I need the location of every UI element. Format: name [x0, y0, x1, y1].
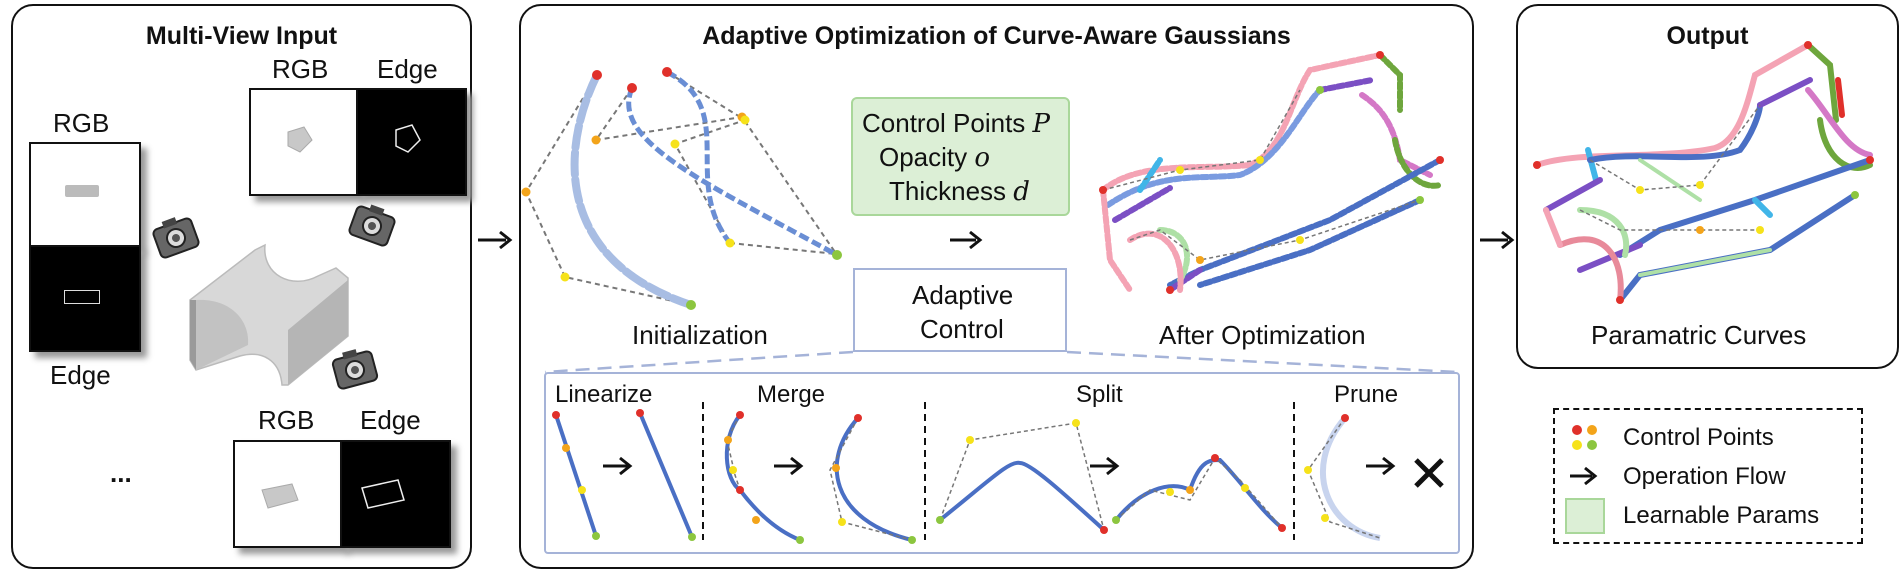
view1-rgb-label: RGB	[53, 108, 110, 138]
output-panel: Output	[1516, 4, 1899, 369]
learnable-params-box	[851, 97, 1070, 216]
legend-arrow-icon	[1570, 466, 1598, 486]
after-control-points	[1099, 51, 1444, 294]
split-diagram	[936, 419, 1286, 534]
legend-control-points-label: Control Points	[1623, 424, 1774, 451]
op-arrow-icon	[1366, 456, 1396, 476]
init-control-points	[521, 67, 842, 310]
param-control-points: Control Points P	[862, 108, 1051, 139]
op-split-label: Split	[1076, 381, 1123, 408]
flow-arrow-init-to-after	[950, 230, 983, 250]
op-prune-label: Prune	[1334, 381, 1399, 408]
adaptive-control-box	[853, 268, 1067, 352]
view1-edge-object	[64, 290, 100, 304]
adaptive-control-line2: Control	[920, 314, 1004, 344]
param-opacity: Opacity o	[879, 142, 991, 173]
more-views-ellipsis: ...	[110, 458, 132, 488]
linearize-diagram	[552, 409, 696, 541]
view2-edge-label: Edge	[377, 54, 438, 84]
legend-box	[1553, 408, 1863, 544]
op-arrow-icon	[603, 456, 633, 476]
merge-diagram	[724, 411, 916, 544]
optimization-title: Adaptive Optimization of Curve-Aware Gau…	[702, 22, 1291, 50]
view1-edge-label: Edge	[50, 360, 111, 390]
param-thickness: Thickness d	[889, 176, 1030, 207]
prune-x-icon	[1414, 458, 1444, 488]
camera-icon	[331, 349, 379, 390]
camera-icon	[152, 217, 200, 259]
prune-diagram	[1304, 414, 1381, 541]
view1-rgb-object	[65, 185, 99, 197]
op-arrow-icon	[1090, 456, 1120, 476]
legend-control-points-icon	[1572, 425, 1597, 450]
output-title: Output	[1666, 22, 1749, 50]
flow-arrow-input-to-optimization	[478, 230, 513, 250]
view3-edge-label: Edge	[360, 405, 421, 435]
legend-learnable-params-label: Learnable Params	[1623, 502, 1820, 529]
legend-learnable-swatch	[1565, 498, 1605, 534]
view2-edge-image	[356, 88, 467, 196]
init-curve-c	[665, 69, 732, 245]
multi-view-input-title: Multi-View Input	[145, 22, 338, 50]
camera-icon	[348, 204, 396, 247]
output-curves-label: Paramatric Curves	[1591, 320, 1807, 350]
view2-rgb-label: RGB	[272, 54, 329, 84]
op-merge-label: Merge	[757, 381, 826, 408]
init-curve-b	[626, 87, 839, 258]
initialization-label: Initialization	[632, 320, 768, 350]
adaptive-control-line1: Adaptive	[912, 280, 1014, 310]
operations-box	[544, 372, 1460, 554]
flow-arrow-optimization-to-output	[1480, 230, 1515, 250]
view3-edge-image	[340, 440, 451, 548]
legend-operation-flow-label: Operation Flow	[1623, 463, 1786, 490]
init-curve-a	[570, 71, 695, 309]
view1-edge-image	[29, 245, 141, 352]
output-control-points	[1533, 41, 1874, 304]
op-arrow-icon	[774, 456, 804, 476]
op-linearize-label: Linearize	[555, 381, 653, 408]
3d-object	[189, 243, 349, 386]
after-optimization-label: After Optimization	[1159, 320, 1366, 350]
view3-rgb-label: RGB	[258, 405, 315, 435]
